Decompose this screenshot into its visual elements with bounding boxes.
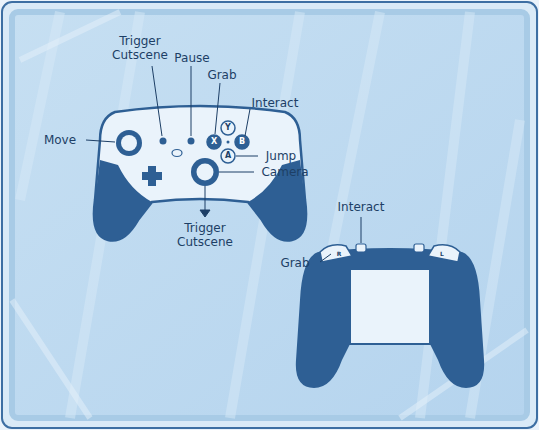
back-controller-part xyxy=(414,244,424,252)
frame-part xyxy=(20,12,520,418)
part-label: Camera xyxy=(255,165,315,179)
front-controller-part xyxy=(142,166,162,186)
leader-lines-part xyxy=(200,210,210,217)
frame-part xyxy=(12,12,527,418)
leader-lines-part xyxy=(236,156,258,157)
leader-lines-part xyxy=(152,66,162,136)
back-controller-part xyxy=(296,248,484,388)
frame-part xyxy=(12,12,527,418)
part-label: Trigger Cutscene xyxy=(100,34,180,62)
leader-lines-part xyxy=(245,109,250,136)
part-label: Move xyxy=(35,133,85,147)
part-label: Interact xyxy=(240,96,310,110)
leader-lines-part xyxy=(191,66,192,136)
part-label: Trigger Cutscene xyxy=(165,221,245,249)
part-label: Grab xyxy=(197,68,247,82)
front-controller-part xyxy=(235,135,249,149)
back-controller-part xyxy=(350,270,430,344)
part-label: Interact xyxy=(326,200,396,214)
leader-lines-part xyxy=(205,186,206,210)
button-letter: X xyxy=(209,138,219,146)
leader-lines-part xyxy=(86,140,115,142)
front-controller-part xyxy=(121,135,137,151)
back-controller xyxy=(296,244,484,388)
front-controller-part xyxy=(221,149,235,163)
leader-lines xyxy=(86,66,361,262)
part-label: Jump xyxy=(256,149,306,163)
leader-lines-part xyxy=(219,172,254,173)
back-controller-part xyxy=(356,244,366,252)
back-controller-part xyxy=(350,270,430,344)
button-letter: A xyxy=(223,152,233,160)
leader-lines-part xyxy=(361,217,362,243)
button-letter: B xyxy=(237,138,247,146)
front-controller-part xyxy=(221,121,235,135)
front-controller-part xyxy=(188,138,195,145)
part-label: Pause xyxy=(162,51,222,65)
leader-lines-part xyxy=(215,83,220,134)
back-controller-part xyxy=(352,255,428,257)
front-controller-part xyxy=(116,130,142,156)
front-controller-part xyxy=(160,138,167,145)
leader-lines-part xyxy=(320,254,331,262)
front-controller-part xyxy=(172,150,182,157)
back-controller-part xyxy=(428,245,460,262)
front-controller-part xyxy=(191,158,219,186)
back-controller-part xyxy=(320,245,352,262)
front-controller-part xyxy=(197,164,214,181)
part-label: Grab xyxy=(270,256,320,270)
front-controller-part xyxy=(207,135,221,149)
bumper-letter: L xyxy=(437,250,447,258)
bumper-letter: R xyxy=(334,250,344,258)
button-letter: Y xyxy=(223,124,233,132)
front-controller-part xyxy=(227,141,230,144)
